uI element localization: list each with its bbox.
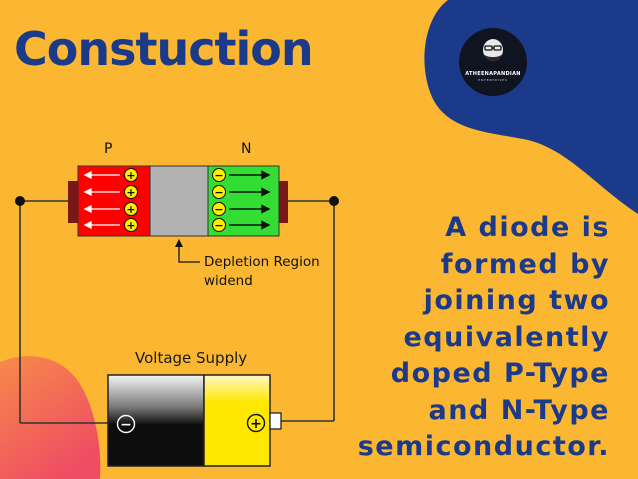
left-terminal-node [15,196,25,206]
bald-man-avatar-icon [483,39,503,62]
p-hole-arrows [83,170,120,230]
right-terminal-node [329,196,339,206]
logo-sub-text: ENTERPRISES [478,78,508,82]
n-electron-arrows [229,170,271,230]
n-side-contact [279,181,288,223]
p-charge-symbol: + [126,203,135,216]
n-charge-symbol: − [214,203,223,216]
voltage-supply-label: Voltage Supply [135,349,248,367]
p-charge-symbol: + [126,186,135,199]
n-negative-charges: − − − − [212,168,226,232]
slide-title: Constuction [14,22,314,76]
depletion-label-line2: widend [204,273,253,289]
battery-icon: − + [107,374,282,467]
n-charge-symbol: − [214,219,223,232]
brand-logo: ATHEENAPANDIAN ENTERPRISES [459,28,527,96]
slide-description: A diode is formed by joining two equival… [357,212,610,462]
battery-negative-terminal-icon [116,414,136,434]
p-positive-charges: + + + + [124,168,138,232]
depletion-label-line1: Depletion Region [204,254,320,270]
circuit-wires [19,200,335,424]
battery-negative-symbol: − [120,417,132,433]
p-region-label: P [104,141,113,157]
p-charge-symbol: + [126,169,135,182]
depletion-pointer [175,239,200,263]
p-side-contact [68,181,78,223]
depletion-region [149,165,209,237]
p-charge-symbol: + [126,219,135,232]
n-region-label: N [241,141,252,157]
logo-brand-text: ATHEENAPANDIAN [465,71,521,77]
battery-positive-symbol: + [250,416,262,432]
depletion-region-label: Depletion Region widend [204,253,320,291]
battery-positive-terminal-icon [246,413,266,433]
n-charge-symbol: − [214,186,223,199]
n-charge-symbol: − [214,169,223,182]
